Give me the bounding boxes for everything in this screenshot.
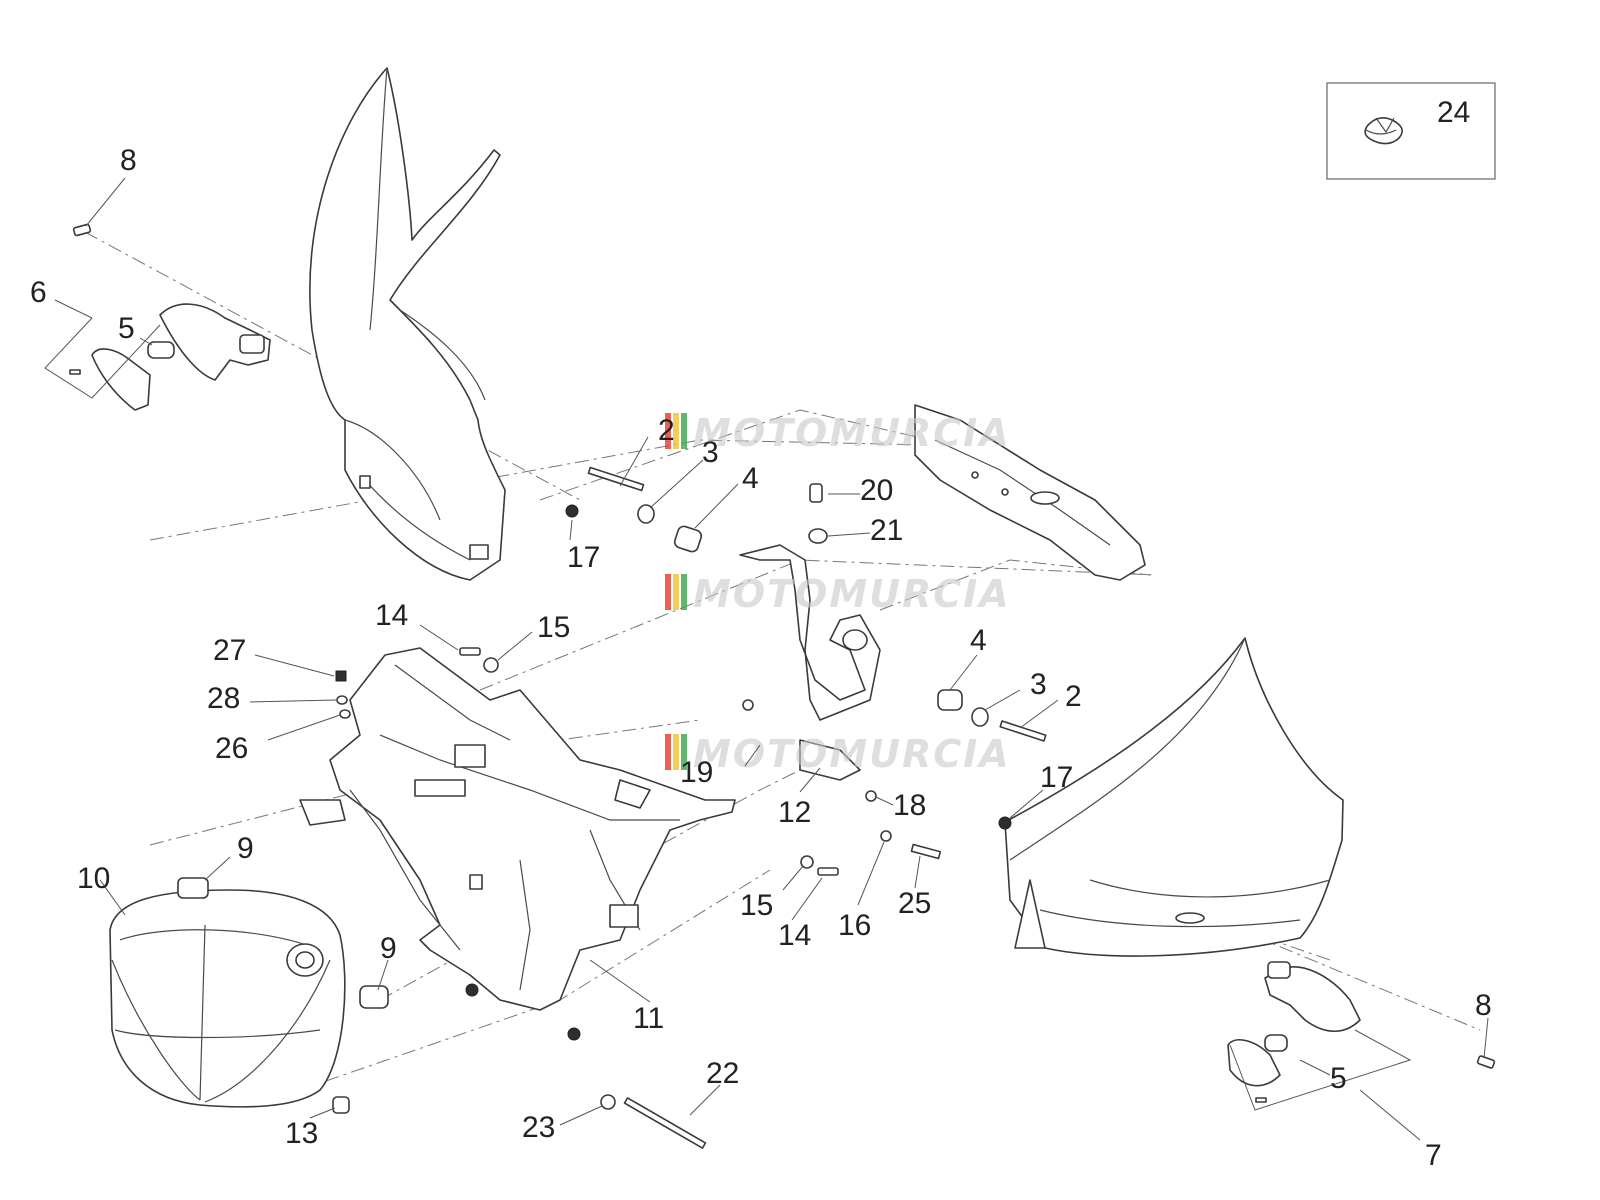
callout-14: 14 [778,919,811,952]
inset-number: 24 [1437,96,1470,129]
watermark-middle: MOTOMURCIA [665,572,1011,616]
clip-icon [1364,117,1403,145]
inset-clip-box: 24 [1326,82,1496,180]
callout-9: 9 [380,932,397,965]
windscreen [309,67,506,581]
callout-9: 9 [237,832,254,865]
headlight-unit [109,889,346,1108]
callout-17: 17 [567,541,600,574]
hardware-small-parts [69,223,1496,1149]
callout-20: 20 [860,474,893,507]
watermark-top: MOTOMURCIA [665,411,1011,455]
top-support-bracket [914,404,1146,581]
callout-12: 12 [778,796,811,829]
callout-8: 8 [1475,989,1492,1022]
leader-lines [44,177,1489,1141]
callout-26: 26 [215,732,248,765]
callout-15: 15 [740,889,773,922]
watermark-text: MOTOMURCIA [693,732,1011,776]
callout-22: 22 [706,1057,739,1090]
instrument-bracket [739,544,881,781]
callout-3: 3 [1030,668,1047,701]
callout-28: 28 [207,682,240,715]
watermark-text: MOTOMURCIA [693,572,1011,616]
callout-27: 27 [213,634,246,667]
callout-21: 21 [870,514,903,547]
callout-17: 17 [1040,761,1073,794]
callout-11: 11 [633,1002,664,1035]
headlight-support-frame [299,647,736,1011]
callout-13: 13 [285,1117,318,1150]
watermark-bottom: MOTOMURCIA [665,732,1011,776]
callout-2: 2 [658,414,675,447]
callout-4: 4 [970,624,987,657]
callout-16: 16 [838,909,871,942]
callout-25: 25 [898,887,931,920]
callout-18: 18 [893,789,926,822]
callout-10: 10 [77,862,110,895]
callout-19: 19 [680,756,713,789]
callout-5: 5 [118,312,135,345]
callout-2: 2 [1065,680,1082,713]
callout-5: 5 [1330,1062,1347,1095]
callout-numbers: 8 6 5 2 3 4 20 21 17 14 15 27 28 26 4 3 … [30,144,1492,1172]
callout-15: 15 [537,611,570,644]
callout-4: 4 [742,462,759,495]
callout-23: 23 [522,1111,555,1144]
callout-3: 3 [702,436,719,469]
callout-6: 6 [30,276,47,309]
callout-7: 7 [1425,1139,1442,1172]
watermark-text: MOTOMURCIA [693,411,1011,455]
left-turn-indicator [91,303,271,411]
callout-14: 14 [375,599,408,632]
callout-8: 8 [120,144,137,177]
headlight-fairing [1004,637,1344,957]
